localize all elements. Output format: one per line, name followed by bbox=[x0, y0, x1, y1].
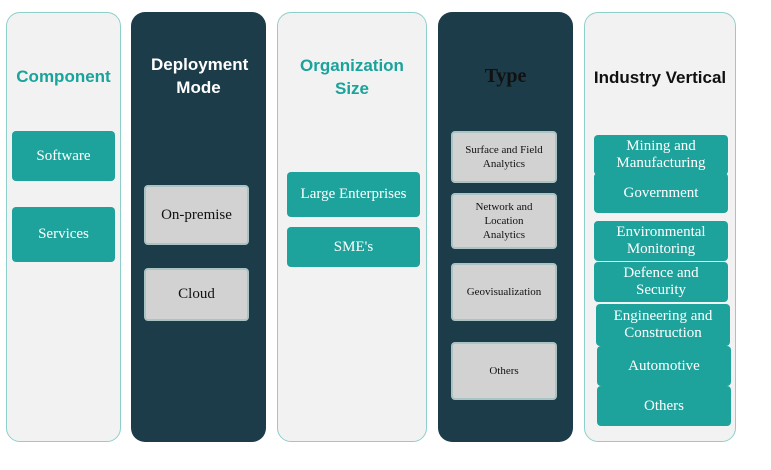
deployment-mode-title: Deployment Mode bbox=[151, 55, 249, 97]
component-item-software: Software bbox=[12, 131, 115, 181]
industry-item-engineering-construction: Engineering and Construction bbox=[596, 304, 730, 346]
industry-item-environmental-monitoring: Environmental Monitoring bbox=[594, 221, 728, 261]
type-item-geovisualization: Geovisualization bbox=[451, 263, 557, 321]
industry-item-automotive: Automotive bbox=[597, 346, 731, 386]
type-column: Type Surface and Field Analytics Network… bbox=[438, 12, 573, 442]
organization-size-title: Organization Size bbox=[300, 56, 404, 98]
org-size-item-large-enterprises: Large Enterprises bbox=[287, 172, 420, 217]
industry-item-government: Government bbox=[594, 173, 728, 213]
component-column: Component Software Services bbox=[6, 12, 121, 442]
type-item-network-location-analytics: Network and Location Analytics bbox=[451, 193, 557, 249]
type-item-others: Others bbox=[451, 342, 557, 400]
deployment-item-cloud: Cloud bbox=[144, 268, 249, 321]
component-title: Component bbox=[16, 67, 111, 86]
component-item-services: Services bbox=[12, 207, 115, 262]
type-item-surface-field-analytics: Surface and Field Analytics bbox=[451, 131, 557, 183]
industry-vertical-column: Industry Vertical Mining and Manufacturi… bbox=[584, 12, 736, 442]
industry-item-defence-security: Defence and Security bbox=[594, 262, 728, 302]
industry-vertical-title: Industry Vertical bbox=[593, 68, 727, 87]
industry-item-mining-manufacturing: Mining and Manufacturing bbox=[594, 135, 728, 175]
deployment-mode-column: Deployment Mode On-premise Cloud bbox=[131, 12, 266, 442]
organization-size-column: Organization Size Large Enterprises SME'… bbox=[277, 12, 427, 442]
type-title: Type bbox=[484, 65, 527, 87]
industry-item-others: Others bbox=[597, 386, 731, 426]
org-size-item-smes: SME's bbox=[287, 227, 420, 267]
deployment-item-on-premise: On-premise bbox=[144, 185, 249, 245]
